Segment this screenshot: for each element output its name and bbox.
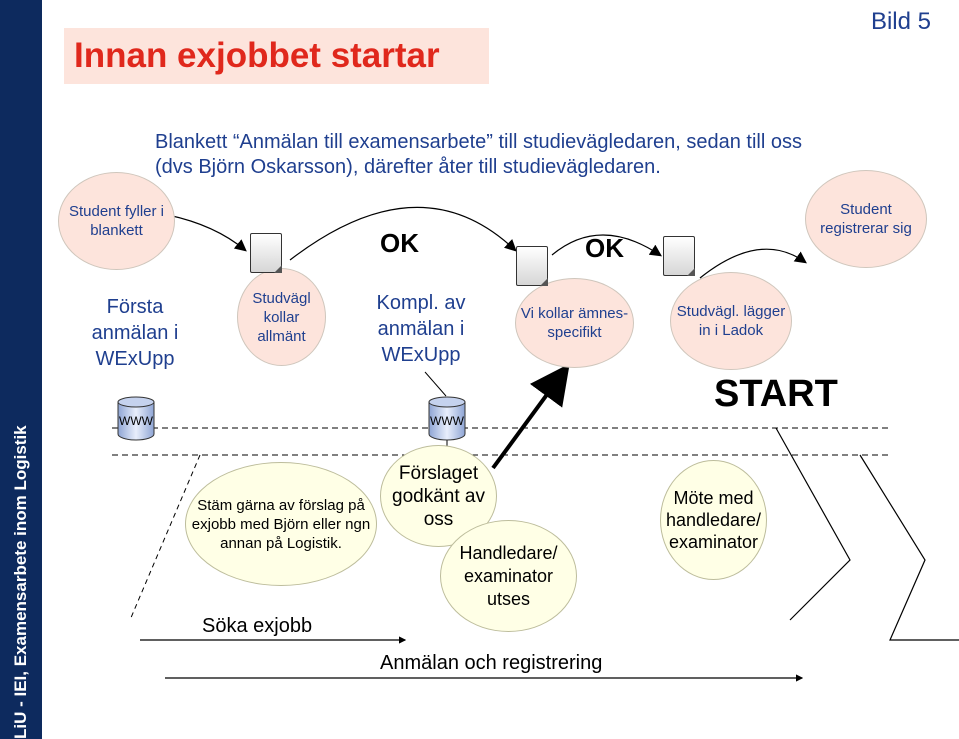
bubble-student-fyller: Student fyller i blankett bbox=[58, 172, 175, 270]
www-label-2: WWW bbox=[430, 414, 464, 428]
ok-label-2: OK bbox=[585, 233, 624, 263]
document-icon-1 bbox=[250, 233, 282, 273]
bold-arrow bbox=[491, 363, 570, 470]
slide-number: Bild 5 bbox=[870, 8, 931, 35]
zigzag-1 bbox=[775, 427, 851, 621]
document-icon-3 bbox=[663, 236, 695, 276]
www-label-1: WWW bbox=[119, 414, 153, 428]
flow-arrow-2 bbox=[289, 206, 517, 261]
title-box: Innan exjobbet startar bbox=[64, 28, 489, 84]
flow-arrow-3 bbox=[551, 234, 662, 257]
label-forsta-anmalan: Första anmälan i WExUpp bbox=[91, 296, 179, 370]
bubble-stam-garna: Stäm gärna av förslag på exjobb med Björ… bbox=[185, 462, 377, 586]
sidebar: LiU - IEI, Examensarbete inom Logistik bbox=[0, 0, 42, 739]
intro-text: Blankett “Anmälan till examensarbete” ti… bbox=[155, 131, 803, 178]
bubble-studvagl-kollar: Studvägl kollar allmänt bbox=[237, 268, 326, 366]
bubble-mote: Möte med handledare/ examinator bbox=[660, 460, 767, 580]
bubble-studvagl-ladok: Studvägl. lägger in i Ladok bbox=[670, 272, 792, 370]
dashed-diagonal-left bbox=[129, 454, 201, 621]
ok-label-1: OK bbox=[380, 228, 419, 258]
database-icon-www-2: WWW bbox=[428, 396, 466, 441]
anmalan-registrering-label: Anmälan och registrering bbox=[380, 652, 603, 674]
zigzag-2 bbox=[859, 454, 959, 641]
soka-exjobb-label: Söka exjobb bbox=[202, 615, 313, 637]
document-icon-2 bbox=[516, 246, 548, 286]
kompl-connector bbox=[424, 371, 447, 397]
start-label: START bbox=[714, 373, 838, 415]
bubble-student-registrerar: Student registrerar sig bbox=[805, 170, 927, 268]
flow-arrow-4 bbox=[699, 248, 807, 279]
label-kompl-anmalan: Kompl. av anmälan i WExUpp bbox=[376, 292, 466, 366]
bubble-vi-kollar: Vi kollar ämnes-specifikt bbox=[515, 278, 634, 368]
page-title: Innan exjobbet startar bbox=[74, 36, 440, 75]
database-icon-www-1: WWW bbox=[117, 396, 155, 441]
flow-arrow-1 bbox=[167, 214, 247, 252]
bubble-handledare: Handledare/ examinator utses bbox=[440, 520, 577, 632]
